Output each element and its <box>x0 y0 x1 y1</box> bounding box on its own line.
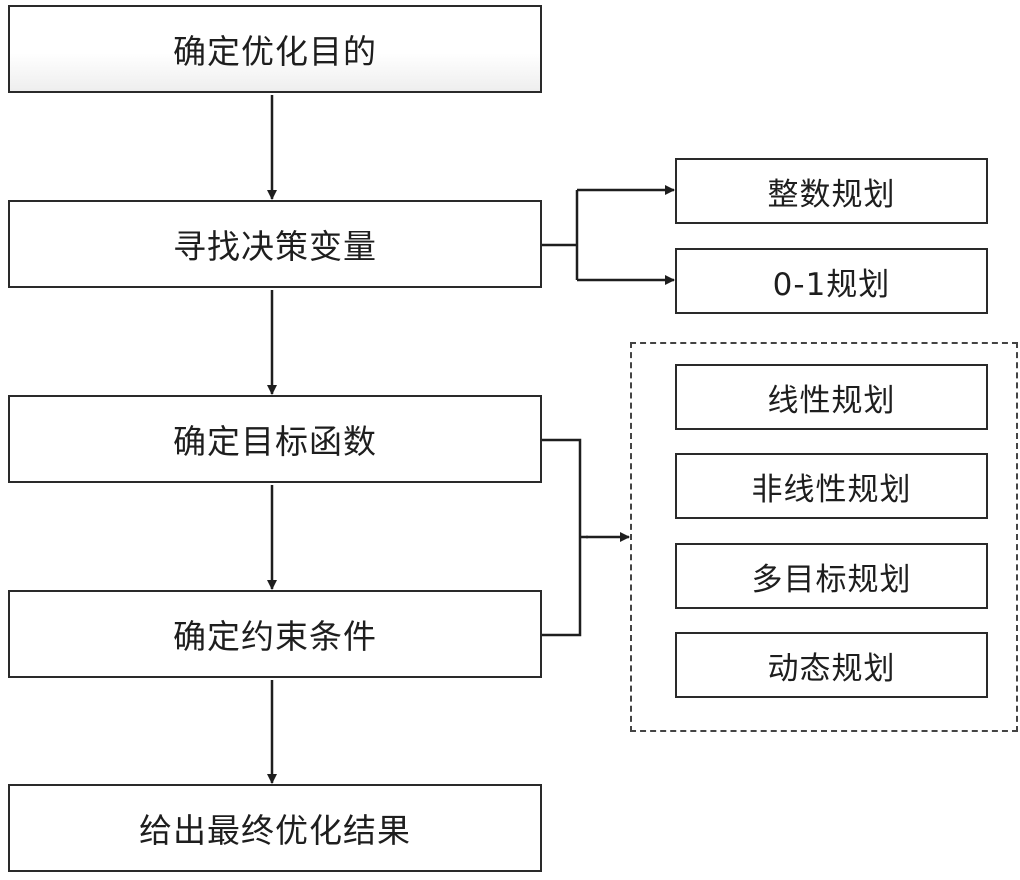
bracket-objective-constraints <box>542 438 588 637</box>
binary-programming-box: 0-1规划 <box>675 248 988 314</box>
step-find-decision-variables: 寻找决策变量 <box>8 200 542 288</box>
step-define-objective-function: 确定目标函数 <box>8 395 542 483</box>
branch-decision-variables <box>542 190 579 280</box>
step-define-constraints: 确定约束条件 <box>8 590 542 678</box>
model-types-group <box>630 342 1018 732</box>
step-final-result: 给出最终优化结果 <box>8 784 542 872</box>
integer-programming-box: 整数规划 <box>675 158 988 224</box>
nonlinear-programming-box: 非线性规划 <box>675 453 988 519</box>
step-define-goal: 确定优化目的 <box>8 5 542 93</box>
dynamic-programming-box: 动态规划 <box>675 632 988 698</box>
multi-objective-programming-box: 多目标规划 <box>675 543 988 609</box>
linear-programming-box: 线性规划 <box>675 364 988 430</box>
